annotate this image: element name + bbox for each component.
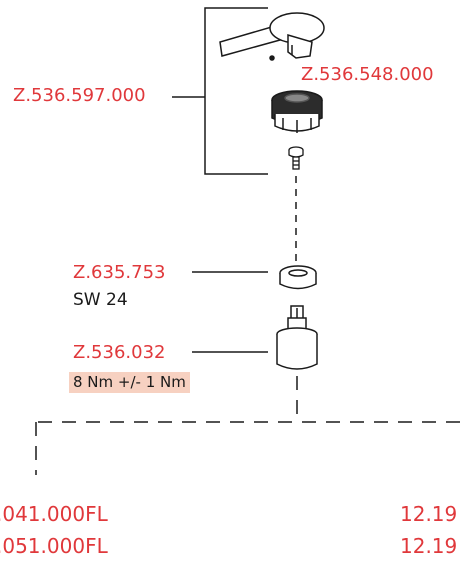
lever-handle-part [219,12,325,61]
nut-spec-label: SW 24 [73,290,128,310]
cartridge-label: Z.536.032 [73,342,166,363]
handle-assembly-label: Z.536.597.000 [13,85,146,106]
lower-dashed-lines [35,376,460,475]
bottom-left-ref-2: .051.000FL [0,534,108,558]
cap-part [271,90,323,133]
assembly-bracket [172,7,268,175]
screw-part [288,146,304,170]
nut-part [279,265,317,290]
bottom-left-ref-1: .041.000FL [0,502,108,526]
cartridge-torque-badge: 8 Nm +/- 1 Nm [69,372,190,393]
nut-label: Z.635.753 [73,262,166,283]
bottom-right-ref-1: 12.19 [400,502,458,526]
cartridge-part [276,305,318,370]
cap-label: Z.536.548.000 [301,64,434,85]
bottom-right-ref-2: 12.19 [400,534,458,558]
leader-lines [192,271,268,353]
